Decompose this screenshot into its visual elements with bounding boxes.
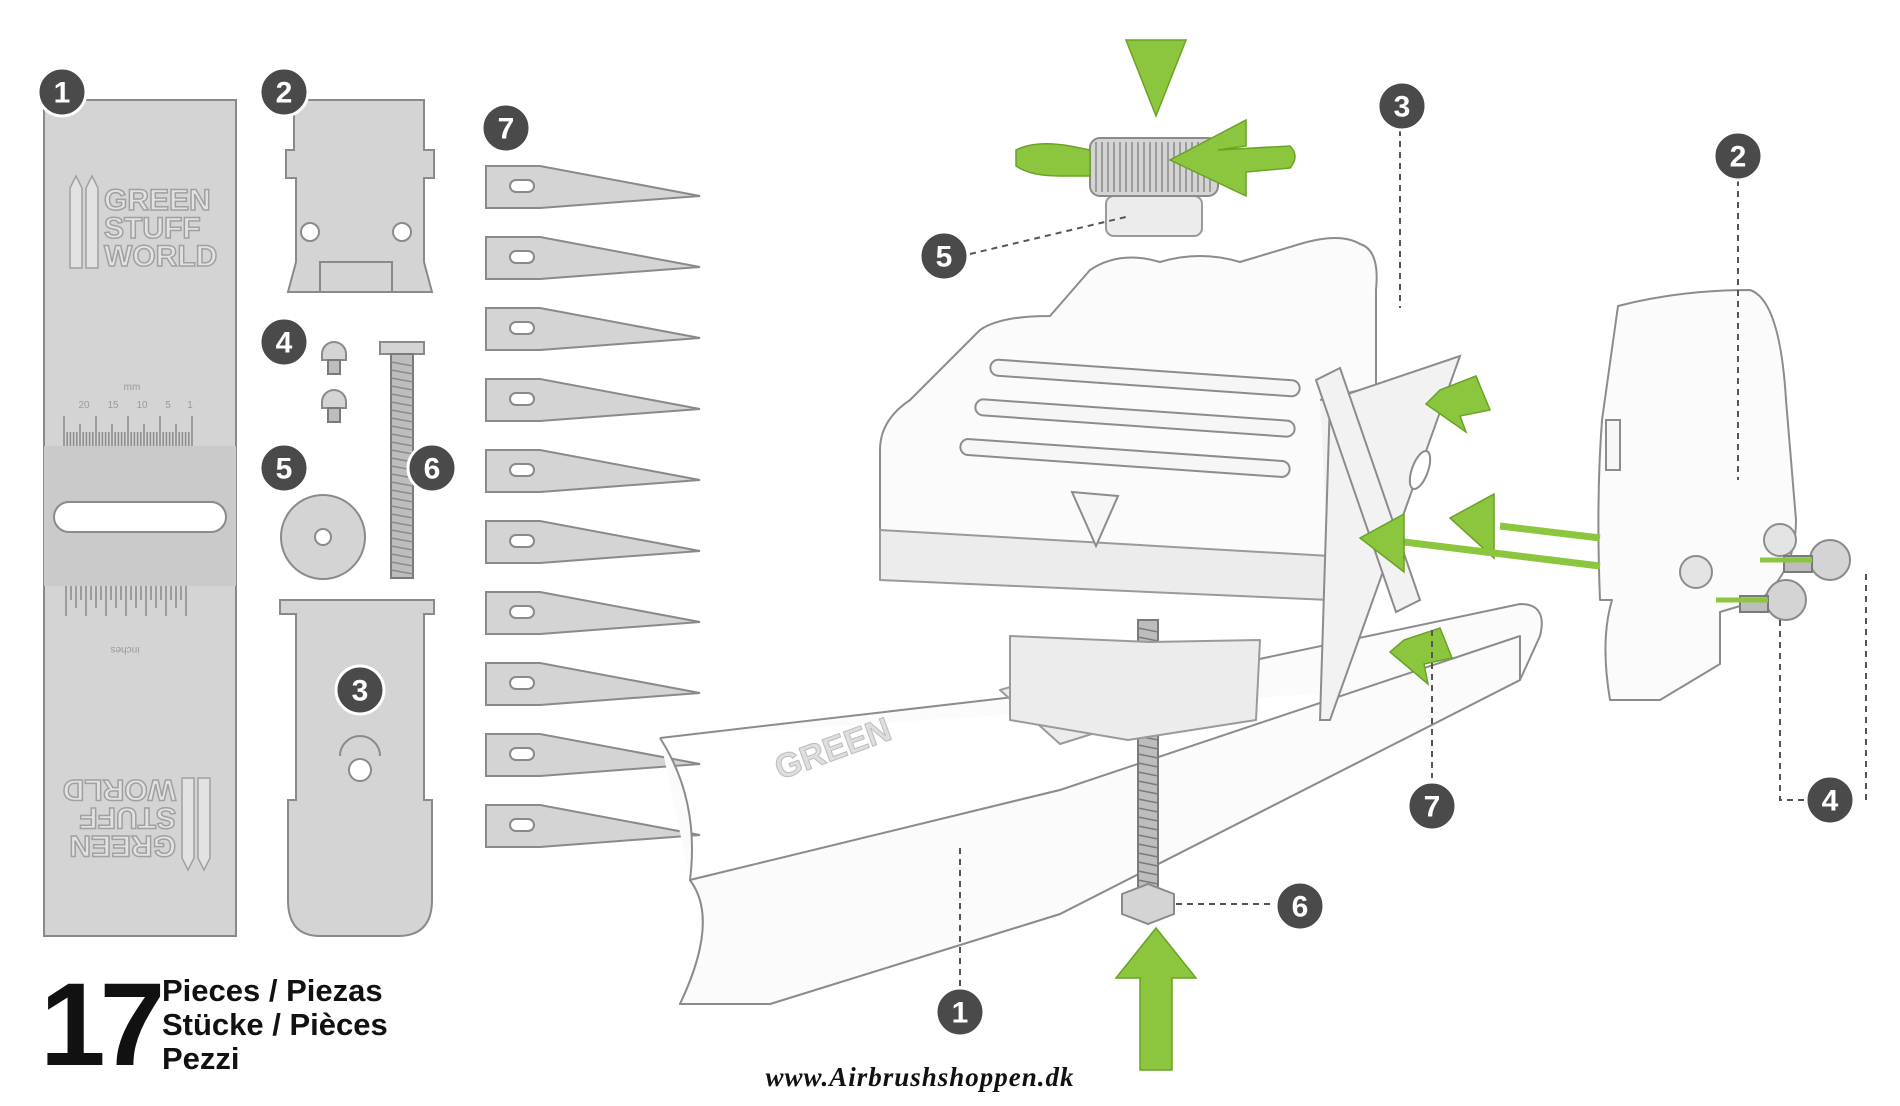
brand-line-1b: GREEN (69, 829, 176, 862)
part-3-housing (279, 599, 435, 937)
badge-left-4: 4 (258, 316, 310, 368)
assembly-side-plate (1597, 289, 1797, 701)
shop-watermark: www.Airbrushshoppen.dk (765, 1062, 1075, 1092)
pieces-label-line-2: Stücke / Pièces (162, 1007, 388, 1042)
badge-right-5: 5 (918, 230, 970, 282)
pieces-label-line-3: Pezzi (162, 1041, 240, 1076)
brand-logo-top: GREEN STUFF WORLD (69, 174, 218, 274)
part-7-blades (485, 165, 701, 848)
badge-right-1: 1 (934, 986, 986, 1038)
svg-text:2: 2 (276, 77, 293, 110)
ruler-label-10: 10 (136, 400, 148, 411)
part-2-clamp-plate (285, 99, 435, 293)
badge-left-7: 7 (480, 102, 532, 154)
ruler-label-20: 20 (78, 400, 90, 411)
part-5-washer (280, 494, 366, 580)
svg-text:1: 1 (952, 997, 969, 1030)
ruler-label-5: 5 (165, 400, 171, 411)
badge-left-5: 5 (258, 442, 310, 494)
badge-left-3: 3 (334, 664, 386, 716)
badge-right-6: 6 (1274, 880, 1326, 932)
ruler-unit-mm: mm (124, 382, 141, 393)
inch-ruler: inches (65, 586, 187, 655)
brand-line-3b: WORLD (63, 773, 176, 806)
brand-logo-bottom: GREEN STUFF WORLD (62, 772, 211, 872)
svg-text:7: 7 (498, 113, 515, 146)
badge-right-7: 7 (1406, 780, 1458, 832)
brand-line-1: GREEN (104, 184, 211, 217)
svg-text:3: 3 (352, 675, 369, 708)
piece-count-number: 17 (40, 959, 165, 1091)
blade-6 (485, 520, 701, 564)
arrow-push-up (1114, 926, 1198, 1071)
badge-left-2: 2 (258, 66, 310, 118)
part-4-small-screws (321, 341, 347, 423)
blade-3 (485, 307, 701, 351)
svg-text:5: 5 (936, 241, 953, 274)
blade-9 (485, 733, 701, 777)
blade-8 (485, 662, 701, 706)
mm-ruler: mm 20 15 10 5 1 (63, 382, 193, 446)
badge-left-6: 6 (406, 442, 458, 494)
arrows-attach-side-plate (1358, 492, 1812, 603)
brand-line-2b: STUFF (79, 801, 176, 834)
blade-7 (485, 591, 701, 635)
mm-ruler-ticks (63, 416, 193, 446)
brand-line-2: STUFF (104, 212, 201, 245)
badge-right-4: 4 (1804, 774, 1856, 826)
blade-1 (485, 165, 701, 209)
piece-count-labels: Pieces / Piezas Stücke / Pièces Pezzi (162, 974, 462, 1076)
part-1-base-plate: GREEN STUFF WORLD GREEN STUFF WORLD mm 2… (43, 99, 237, 937)
svg-text:1: 1 (54, 77, 71, 110)
blade-2 (485, 236, 701, 280)
svg-text:3: 3 (1394, 91, 1411, 124)
ruler-unit-inches: inches (111, 644, 140, 655)
ruler-label-15: 15 (107, 400, 119, 411)
svg-text:4: 4 (276, 327, 293, 360)
svg-text:5: 5 (276, 453, 293, 486)
brand-line-3: WORLD (104, 240, 217, 273)
svg-text:4: 4 (1822, 785, 1839, 818)
badge-right-3: 3 (1376, 80, 1428, 132)
badge-right-2: 2 (1712, 130, 1764, 182)
blade-10 (485, 804, 701, 848)
inch-ruler-ticks (65, 586, 187, 616)
pieces-label-line-1: Pieces / Piezas (162, 973, 383, 1008)
arrows-insert-blades (1388, 375, 1492, 686)
blade-5 (485, 449, 701, 493)
blade-4 (485, 378, 701, 422)
arrow-rotate-knob (1015, 118, 1296, 198)
arrow-press-down (1124, 39, 1188, 119)
svg-text:7: 7 (1424, 791, 1441, 824)
badge-left-1: 1 (36, 66, 88, 118)
svg-text:2: 2 (1730, 141, 1747, 174)
ruler-label-1: 1 (187, 400, 193, 411)
svg-text:6: 6 (1292, 891, 1309, 924)
svg-text:6: 6 (424, 453, 441, 486)
